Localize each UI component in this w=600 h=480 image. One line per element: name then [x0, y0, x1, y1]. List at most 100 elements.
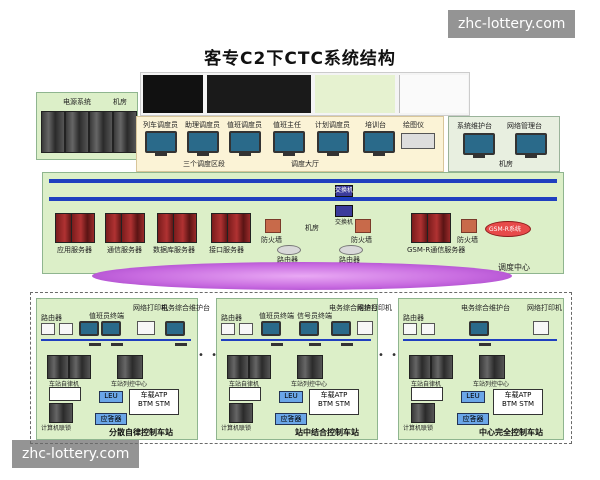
router-label: 路由器 — [339, 256, 360, 264]
ellipsis: • • • — [378, 350, 413, 361]
station-name: 中心完全控制车站 — [479, 428, 543, 437]
terminal-monitor — [101, 321, 123, 346]
device-label: 车站自律机 — [49, 381, 80, 388]
position-label: 助理调度员 — [185, 121, 220, 129]
printer-icon — [533, 321, 549, 335]
train-control-center — [117, 355, 143, 379]
network-bus-bottom — [49, 197, 557, 201]
balise-box: 应答器 — [457, 413, 489, 425]
station-name: 站中结合控制车站 — [295, 428, 359, 437]
watermark-bottom: zhc-lottery.com — [12, 440, 140, 468]
position-label: 值班主任 — [273, 121, 301, 129]
stations-region — [30, 292, 572, 444]
server-label: 数据库服务器 — [153, 246, 195, 254]
maintenance-monitor — [331, 321, 353, 346]
network-cloud — [92, 262, 512, 290]
server-label: 通信服务器 — [107, 246, 142, 254]
leu-box: LEU — [99, 391, 123, 403]
printer-icon — [357, 321, 373, 335]
position-label: 计划调度员 — [315, 121, 350, 129]
btm-label: BTM — [137, 400, 154, 408]
power-cabinet — [89, 111, 113, 153]
station-bus — [403, 339, 557, 341]
cross-connect — [49, 387, 81, 401]
switch-label: 交换机 — [335, 187, 354, 194]
train-control-center — [479, 355, 505, 379]
interlocking-rack — [411, 403, 435, 423]
page-title: 客专C2下CTC系统结构 — [204, 49, 396, 69]
stm-label: STM — [335, 400, 351, 408]
maintenance-monitor — [165, 321, 187, 346]
station-top-label: 值班员终端 — [89, 312, 124, 320]
maintenance-room-panel: 系统维护台 网络管理台 机房 — [448, 116, 560, 172]
cross-connect — [229, 387, 261, 401]
stm-label: STM — [519, 400, 535, 408]
dispatcher-monitor — [229, 131, 261, 156]
router-icon — [41, 323, 55, 335]
atp-label: 车载ATP — [504, 391, 532, 399]
device-label: 车站列控中心 — [473, 381, 510, 388]
onboard-atp-box: 车载ATP BTM STM — [129, 389, 179, 415]
server-label: 接口服务器 — [209, 246, 244, 254]
router-icon — [239, 323, 253, 335]
train-control-center — [297, 355, 323, 379]
server-rack — [173, 213, 197, 243]
switch-label: 交换机 — [335, 219, 354, 226]
stm-label: STM — [155, 400, 171, 408]
router-icon — [339, 245, 363, 255]
station-top-label: 电务综合维护台 — [329, 304, 378, 312]
autonomy-machine — [47, 355, 69, 379]
dispatcher-monitor — [187, 131, 219, 156]
router-icon — [421, 323, 435, 335]
autonomy-machine — [431, 355, 453, 379]
terminal-monitor — [299, 321, 321, 346]
device-label: 计算机联锁 — [41, 425, 72, 432]
position-label: 值班调度员 — [227, 121, 262, 129]
autonomy-machine — [227, 355, 249, 379]
center-room-label: 机房 — [305, 224, 319, 232]
server-label: GSM-R通信服务器 — [407, 246, 466, 254]
server-rack — [227, 213, 251, 243]
cross-connect — [411, 387, 443, 401]
balise-box: 应答器 — [95, 413, 127, 425]
firewall-label: 防火墙 — [457, 236, 478, 244]
station-top-label: 电务综合维护台 — [161, 304, 210, 312]
position-label: 培训台 — [365, 121, 386, 129]
station-top-label: 信号员终端 — [297, 312, 332, 320]
server-label: 应用服务器 — [57, 246, 92, 254]
firewall-label: 防火墙 — [261, 236, 282, 244]
station-top-label: 值班员终端 — [259, 312, 294, 320]
ellipsis: • • • — [198, 350, 230, 361]
server-rack — [427, 213, 451, 243]
screen-panel-4 — [399, 75, 468, 113]
power-cabinet — [65, 111, 89, 153]
station-top-label: 网络打印机 — [357, 304, 392, 312]
switch-icon — [335, 205, 353, 217]
netmgmt-monitor — [515, 133, 547, 158]
router-label: 路由器 — [277, 256, 298, 264]
station-bus — [221, 339, 371, 341]
interlocking-rack — [229, 403, 253, 423]
station-panel: 路由器 值班员终端 信号员终端 电务综合维护台 网络打印机 车站自律机 车站列控… — [216, 298, 392, 440]
leu-box: LEU — [461, 391, 485, 403]
atp-label: 车载ATP — [140, 391, 168, 399]
screen-panel-2 — [207, 75, 311, 113]
maintenance-monitor — [469, 321, 491, 346]
gsm-system-icon — [485, 221, 531, 237]
gsm-system-label: GSM-R系统 — [489, 226, 521, 233]
station-name: 分散自律控制车站 — [109, 428, 173, 437]
maint-label: 系统维护台 — [457, 122, 492, 130]
station-top-label: 路由器 — [221, 314, 242, 322]
terminal-monitor — [261, 321, 283, 346]
dispatch-hall-panel: 列车调度员 助理调度员 值班调度员 值班主任 计划调度员 培训台 绘图仪 三个调… — [136, 116, 444, 172]
network-bus-top — [49, 179, 557, 183]
printer-icon — [137, 321, 155, 335]
screen-strip — [140, 72, 470, 116]
router-icon — [403, 323, 417, 335]
station-top-label: 路由器 — [403, 314, 424, 322]
maintenance-monitor — [463, 133, 495, 158]
maint-room-label: 机房 — [499, 160, 513, 168]
hall-label: 调度大厅 — [291, 160, 319, 168]
firewall-icon — [355, 219, 371, 233]
device-label: 车站自律机 — [411, 381, 442, 388]
